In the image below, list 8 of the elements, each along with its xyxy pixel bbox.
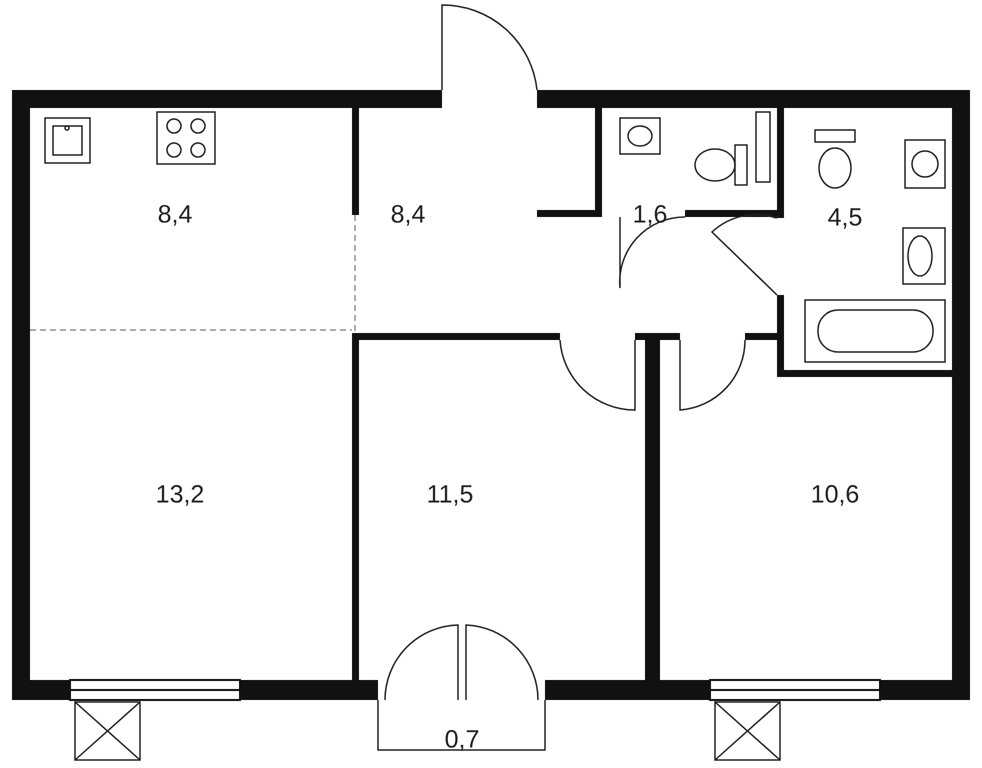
- area-label: 8,4: [158, 200, 192, 230]
- area-label: 13,2: [156, 480, 204, 510]
- area-label: 0,7: [444, 726, 480, 754]
- area-label: 11,5: [426, 480, 474, 510]
- area-label: 1,6: [632, 200, 668, 230]
- area-label: 10,6: [810, 480, 860, 510]
- area-label: 8,4: [390, 200, 426, 230]
- area-label: 4,5: [828, 204, 862, 232]
